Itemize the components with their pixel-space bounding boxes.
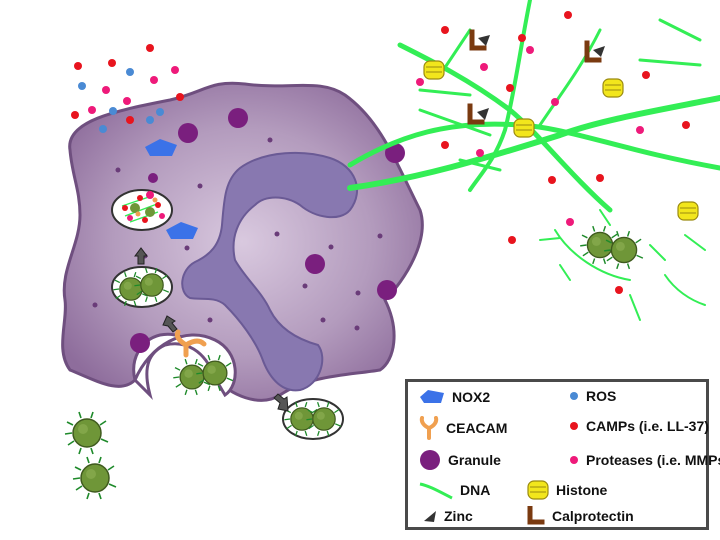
legend-label: Histone	[556, 482, 608, 498]
granule	[228, 108, 248, 128]
legend-label: Granule	[448, 452, 501, 468]
calprotectin-icon	[527, 506, 545, 525]
granule-icon	[420, 450, 440, 470]
legend-item-dna: DNA	[418, 480, 490, 500]
legend-label: Proteases (i.e. MMPs)	[586, 452, 720, 468]
legend-label: ROS	[586, 388, 617, 404]
legend-label: Zinc	[444, 508, 473, 524]
granule	[130, 333, 150, 353]
protease-dots	[88, 46, 644, 226]
legend-item-histone: Histone	[526, 478, 607, 502]
neutrophil-cell-body	[61, 81, 424, 402]
granule	[305, 254, 325, 274]
histone-icon	[527, 480, 549, 500]
process-arrows	[134, 247, 289, 412]
protease-dot	[146, 191, 154, 199]
dna-icon	[419, 482, 453, 500]
bacterium	[64, 411, 109, 455]
histone-icons	[423, 60, 699, 221]
nox2-icon	[420, 390, 444, 403]
legend: NOX2 ROS CEACAM CAMPs (i.e. LL-37) Granu…	[405, 379, 720, 530]
ceacam-icon	[419, 416, 439, 440]
zinc-icons	[477, 35, 605, 120]
legend-item-ros: ROS	[568, 388, 616, 404]
calprotectin-icons	[467, 29, 602, 125]
legend-item-camps: CAMPs (i.e. LL-37)	[568, 418, 709, 434]
legend-item-nox2: NOX2	[418, 388, 490, 406]
legend-label: CEACAM	[446, 420, 508, 436]
legend-item-granule: Granule	[418, 448, 501, 472]
legend-label: CAMPs (i.e. LL-37)	[586, 418, 709, 434]
granule	[178, 123, 198, 143]
ros-dots	[78, 68, 164, 133]
legend-label: Calprotectin	[552, 508, 634, 524]
granule	[385, 143, 405, 163]
bacterium	[72, 456, 117, 500]
granule	[148, 173, 158, 183]
nox2-icon	[166, 222, 198, 239]
legend-label: NOX2	[452, 389, 491, 405]
nox2-icon	[145, 139, 177, 156]
legend-item-calprotectin: Calprotectin	[526, 506, 634, 526]
camps-icon	[570, 422, 578, 430]
camps-dots	[71, 11, 690, 294]
ros-icon	[570, 392, 578, 400]
legend-item-ceacam: CEACAM	[418, 416, 507, 440]
protease-icon	[570, 456, 578, 464]
legend-item-zinc: Zinc	[422, 508, 473, 524]
legend-label: DNA	[460, 482, 491, 498]
legend-item-proteases: Proteases (i.e. MMPs)	[568, 452, 720, 468]
cytoplasmic-dots	[92, 137, 383, 331]
ceacam-receptor	[174, 329, 207, 358]
nucleus	[181, 151, 359, 392]
zinc-icon	[424, 511, 436, 522]
granule	[377, 280, 397, 300]
